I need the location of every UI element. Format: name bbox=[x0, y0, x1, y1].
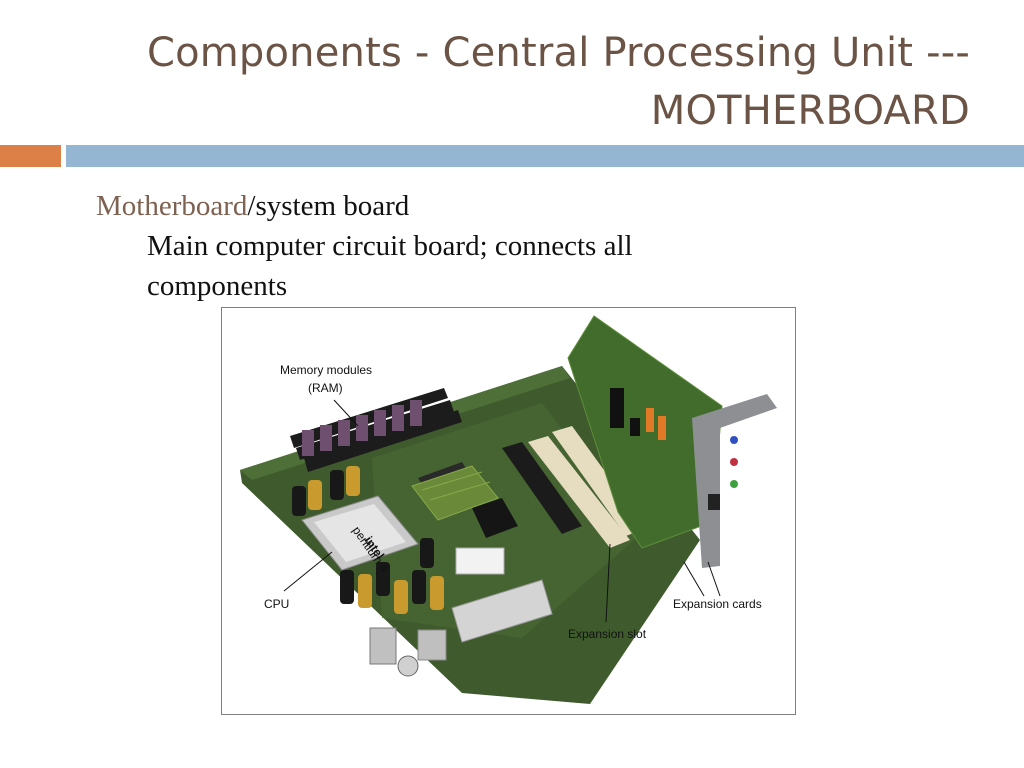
io-connectors bbox=[369, 547, 553, 677]
title-rule-accent bbox=[0, 145, 61, 167]
slide-title: Components - Central Processing Unit ---… bbox=[70, 24, 970, 140]
bullet-block: Motherboard/system board Main computer c… bbox=[96, 186, 856, 306]
ram-modules bbox=[290, 388, 462, 472]
definition-line-2: components bbox=[147, 270, 288, 302]
capacitors bbox=[292, 466, 444, 614]
chipset-area bbox=[411, 465, 499, 521]
cpu-chip: intel pentium 4 bbox=[301, 495, 419, 575]
label-cpu: CPU bbox=[264, 597, 289, 611]
title-line-1: Components - Central Processing Unit --- bbox=[146, 30, 970, 76]
definition-line-1: Main computer circuit board; connects al… bbox=[147, 230, 633, 262]
label-expansion-slot: Expansion slot bbox=[568, 627, 647, 641]
term-motherboard: Motherboard bbox=[96, 190, 248, 222]
callout-lines bbox=[283, 399, 721, 623]
title-rule bbox=[66, 145, 1024, 167]
label-memory-line-1: Memory modules bbox=[280, 363, 372, 377]
motherboard-illustration: intel pentium 4 bbox=[240, 315, 777, 704]
term-rest: /system board bbox=[247, 190, 410, 222]
label-memory-line-2: (RAM) bbox=[308, 381, 343, 395]
title-line-2: MOTHERBOARD bbox=[650, 88, 970, 134]
expansion-card bbox=[567, 315, 777, 568]
label-expansion-cards: Expansion cards bbox=[673, 597, 762, 611]
motherboard-figure: intel pentium 4 bbox=[221, 307, 796, 715]
bullet-term-line: Motherboard/system board bbox=[96, 186, 856, 226]
